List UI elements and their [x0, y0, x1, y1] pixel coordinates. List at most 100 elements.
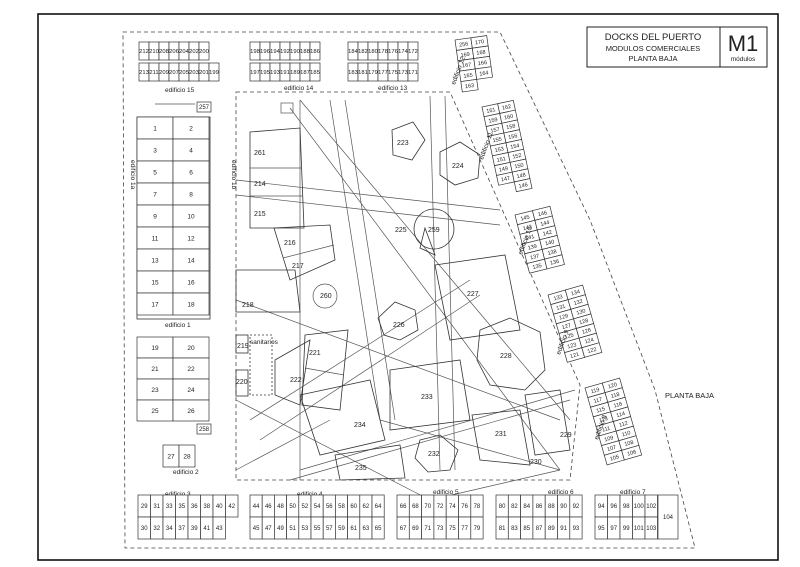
- module-88[interactable]: 88: [544, 494, 558, 518]
- module-196[interactable]: 196: [259, 41, 271, 61]
- module-231[interactable]: 231: [495, 431, 507, 438]
- module-47[interactable]: 47: [261, 516, 275, 540]
- module-10[interactable]: 10: [172, 204, 210, 228]
- module-78[interactable]: 78: [470, 494, 484, 518]
- module-227[interactable]: 227: [467, 291, 479, 298]
- module-164[interactable]: 164: [474, 66, 493, 80]
- module-178[interactable]: 178: [377, 41, 389, 61]
- module-90[interactable]: 90: [557, 494, 571, 518]
- module-66[interactable]: 66: [396, 494, 410, 518]
- module-205[interactable]: 205: [178, 62, 190, 82]
- module-43[interactable]: 43: [212, 516, 226, 540]
- module-58[interactable]: 58: [335, 494, 348, 518]
- module-51[interactable]: 51: [286, 516, 300, 540]
- module-160[interactable]: 160: [499, 109, 518, 124]
- module-28[interactable]: 28: [178, 444, 196, 468]
- module-83[interactable]: 83: [507, 516, 521, 540]
- module-82[interactable]: 82: [507, 494, 521, 518]
- module-182[interactable]: 182: [357, 41, 369, 61]
- module-35[interactable]: 35: [175, 494, 189, 518]
- module-18[interactable]: 18: [172, 292, 210, 316]
- module-216[interactable]: 216: [284, 240, 296, 247]
- module-49[interactable]: 49: [274, 516, 287, 540]
- module-85[interactable]: 85: [520, 516, 534, 540]
- module-26[interactable]: 26: [172, 399, 210, 422]
- module-94[interactable]: 94: [594, 494, 608, 518]
- module-54[interactable]: 54: [310, 494, 324, 518]
- module-32[interactable]: 32: [150, 516, 164, 540]
- module-214[interactable]: 214: [254, 181, 266, 188]
- module-96[interactable]: 96: [607, 494, 621, 518]
- module-71[interactable]: 71: [421, 516, 435, 540]
- module-21[interactable]: 21: [136, 357, 174, 380]
- module-17[interactable]: 17: [136, 292, 174, 316]
- module-8[interactable]: 8: [172, 182, 210, 206]
- module-203[interactable]: 203: [188, 62, 200, 82]
- module-5[interactable]: 5: [136, 160, 174, 184]
- module-38[interactable]: 38: [200, 494, 214, 518]
- module-136[interactable]: 136: [544, 254, 565, 270]
- module-52[interactable]: 52: [298, 494, 312, 518]
- module-80[interactable]: 80: [495, 494, 509, 518]
- module-261[interactable]: 261: [254, 150, 266, 157]
- module-144[interactable]: 144: [534, 215, 556, 231]
- module-81[interactable]: 81: [495, 516, 509, 540]
- module-14[interactable]: 14: [172, 248, 210, 272]
- module-172[interactable]: 172: [407, 41, 419, 61]
- module-34[interactable]: 34: [162, 516, 176, 540]
- module-1[interactable]: 1: [136, 116, 174, 140]
- module-46[interactable]: 46: [261, 494, 275, 518]
- module-3[interactable]: 3: [136, 138, 174, 162]
- module-92[interactable]: 92: [569, 494, 583, 518]
- module-106[interactable]: 106: [621, 444, 643, 461]
- module-210[interactable]: 210: [148, 41, 160, 61]
- module-235[interactable]: 235: [355, 465, 367, 472]
- module-219[interactable]: 219: [237, 343, 249, 350]
- module-55[interactable]: 55: [310, 516, 324, 540]
- module-171[interactable]: 171: [407, 62, 419, 82]
- module-173[interactable]: 173: [397, 62, 409, 82]
- module-48[interactable]: 48: [274, 494, 287, 518]
- module-100[interactable]: 100: [632, 494, 646, 518]
- module-23[interactable]: 23: [136, 378, 174, 401]
- module-61[interactable]: 61: [347, 516, 361, 540]
- module-230[interactable]: 230: [530, 459, 542, 466]
- module-215[interactable]: 215: [254, 211, 266, 218]
- module-70[interactable]: 70: [421, 494, 435, 518]
- module-176[interactable]: 176: [387, 41, 399, 61]
- module-63[interactable]: 63: [359, 516, 373, 540]
- module-158[interactable]: 158: [501, 119, 520, 134]
- module-104[interactable]: 104: [657, 494, 679, 540]
- module-44[interactable]: 44: [249, 494, 263, 518]
- module-2[interactable]: 2: [172, 116, 210, 140]
- module-222[interactable]: 222: [290, 377, 302, 384]
- module-75[interactable]: 75: [445, 516, 459, 540]
- module-183[interactable]: 183: [347, 62, 359, 82]
- module-74[interactable]: 74: [445, 494, 459, 518]
- module-234[interactable]: 234: [354, 422, 366, 429]
- module-101[interactable]: 101: [632, 516, 646, 540]
- module-40[interactable]: 40: [212, 494, 226, 518]
- module-97[interactable]: 97: [607, 516, 621, 540]
- module-226[interactable]: 226: [393, 322, 405, 329]
- module-175[interactable]: 175: [387, 62, 399, 82]
- module-102[interactable]: 102: [644, 494, 658, 518]
- module-4[interactable]: 4: [172, 138, 210, 162]
- module-220[interactable]: 220: [236, 379, 248, 386]
- module-225[interactable]: 225: [395, 227, 407, 234]
- module-199[interactable]: 199: [208, 62, 220, 82]
- module-72[interactable]: 72: [433, 494, 447, 518]
- module-232[interactable]: 232: [428, 451, 440, 458]
- module-177[interactable]: 177: [377, 62, 389, 82]
- module-64[interactable]: 64: [371, 494, 385, 518]
- module-59[interactable]: 59: [335, 516, 348, 540]
- module-224[interactable]: 224: [452, 163, 464, 170]
- module-98[interactable]: 98: [619, 494, 633, 518]
- module-20[interactable]: 20: [172, 336, 210, 359]
- module-209[interactable]: 209: [158, 62, 170, 82]
- module-201[interactable]: 201: [198, 62, 210, 82]
- module-146[interactable]: 146: [513, 178, 533, 193]
- module-87[interactable]: 87: [532, 516, 546, 540]
- module-39[interactable]: 39: [187, 516, 201, 540]
- module-36[interactable]: 36: [187, 494, 201, 518]
